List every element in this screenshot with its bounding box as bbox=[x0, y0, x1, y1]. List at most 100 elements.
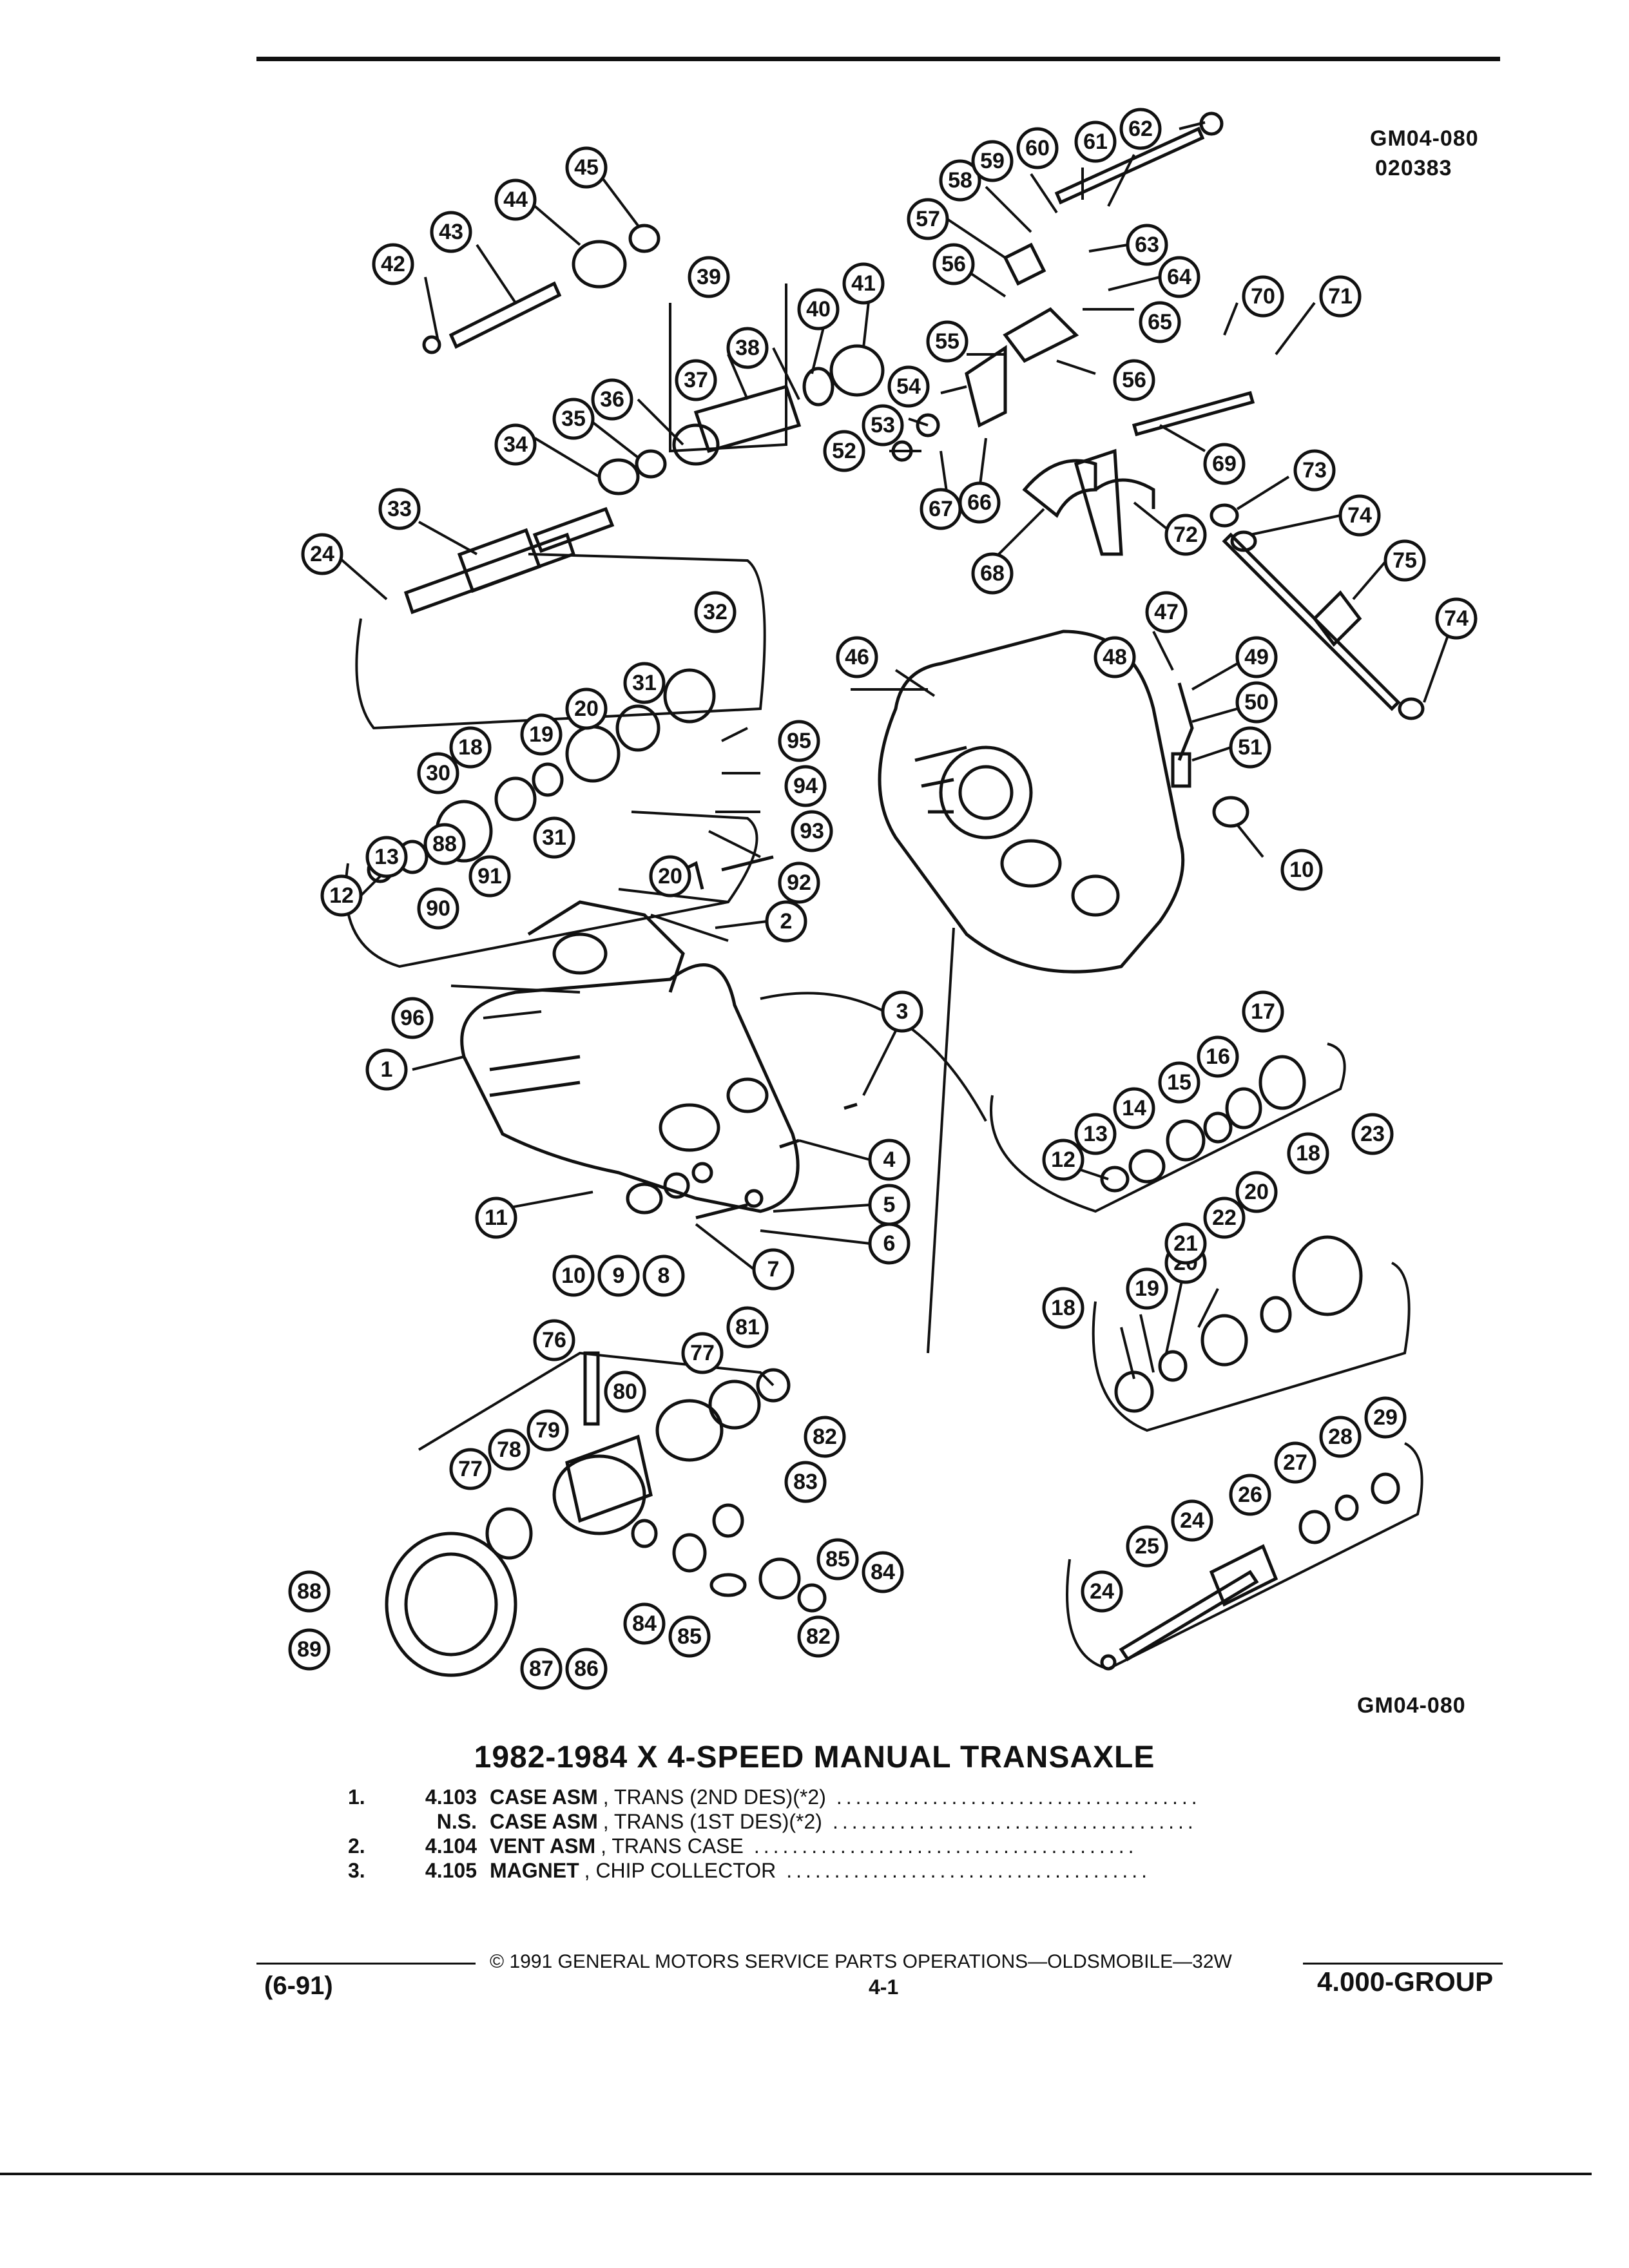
callout-label: 83 bbox=[793, 1470, 818, 1494]
callout-circle bbox=[694, 591, 737, 633]
callout-43: 43 bbox=[430, 211, 472, 253]
callout-label: 81 bbox=[735, 1315, 760, 1340]
callout-circle bbox=[365, 1048, 408, 1091]
callout-18: 18 bbox=[1287, 1132, 1329, 1175]
callout-layer: 1234567891010111212131314151617181818191… bbox=[288, 108, 1478, 1690]
callout-56: 56 bbox=[1113, 359, 1155, 401]
legend-index: 3. bbox=[348, 1859, 365, 1882]
callout-label: 2 bbox=[780, 909, 793, 934]
callout-label: 39 bbox=[697, 265, 721, 289]
callout-circle bbox=[784, 1461, 827, 1503]
legend-row: 3. 4.105 MAGNET , CHIP COLLECTOR .......… bbox=[348, 1858, 1201, 1883]
callout-62: 62 bbox=[1119, 108, 1162, 150]
callout-label: 65 bbox=[1148, 310, 1172, 334]
callout-label: 88 bbox=[297, 1579, 322, 1604]
callout-circle bbox=[1094, 636, 1136, 678]
legend-name: CASE ASM bbox=[490, 1785, 598, 1809]
callout-60: 60 bbox=[1016, 127, 1059, 169]
callout-circle bbox=[449, 726, 492, 769]
callout-label: 20 bbox=[574, 697, 599, 721]
callout-36: 36 bbox=[591, 378, 633, 421]
callout-label: 22 bbox=[1212, 1206, 1237, 1230]
callout-30: 30 bbox=[417, 752, 459, 794]
callout-circle bbox=[591, 378, 633, 421]
callout-label: 42 bbox=[381, 252, 405, 276]
callout-circle bbox=[726, 327, 769, 369]
callout-circle bbox=[488, 1428, 530, 1471]
callout-circle bbox=[1042, 1139, 1084, 1181]
callout-label: 33 bbox=[387, 497, 412, 521]
legend-description: , TRANS CASE bbox=[601, 1834, 744, 1858]
callout-label: 29 bbox=[1373, 1405, 1398, 1430]
callout-8: 8 bbox=[642, 1254, 685, 1297]
callout-circle bbox=[752, 1248, 795, 1291]
callout-circle bbox=[842, 262, 885, 305]
callout-44: 44 bbox=[494, 178, 537, 221]
callout-84: 84 bbox=[862, 1551, 904, 1593]
callout-circle bbox=[533, 1319, 575, 1361]
callout-label: 30 bbox=[426, 761, 450, 785]
callout-74: 74 bbox=[1435, 597, 1478, 640]
exploded-view-diagram: 1234567891010111212131314151617181818191… bbox=[288, 108, 1478, 1690]
callout-16: 16 bbox=[1197, 1035, 1239, 1078]
callout-label: 37 bbox=[684, 368, 708, 392]
callout-label: 19 bbox=[1135, 1276, 1159, 1301]
callout-circle bbox=[494, 423, 537, 466]
callout-circle bbox=[1171, 1499, 1213, 1542]
callout-circle bbox=[1383, 539, 1426, 582]
bottom-rule bbox=[0, 2173, 1592, 2175]
callout-circle bbox=[520, 1648, 563, 1690]
callout-13: 13 bbox=[1074, 1113, 1117, 1155]
callout-74: 74 bbox=[1338, 494, 1381, 537]
callout-10: 10 bbox=[1280, 849, 1323, 891]
callout-circle bbox=[526, 1409, 569, 1452]
callout-circle bbox=[1229, 726, 1271, 769]
callout-circle bbox=[816, 1538, 859, 1581]
callout-69: 69 bbox=[1203, 443, 1246, 485]
callout-label: 43 bbox=[439, 220, 463, 244]
callout-circle bbox=[1113, 1087, 1155, 1129]
callout-circle bbox=[1164, 1222, 1207, 1265]
callout-circle bbox=[423, 823, 466, 865]
callout-circle bbox=[1158, 256, 1200, 298]
callout-label: 31 bbox=[542, 825, 566, 850]
callout-circle bbox=[1338, 494, 1381, 537]
callout-label: 80 bbox=[613, 1379, 637, 1404]
callout-circle bbox=[1203, 443, 1246, 485]
callout-31: 31 bbox=[533, 816, 575, 859]
callout-label: 85 bbox=[825, 1547, 850, 1571]
callout-61: 61 bbox=[1074, 120, 1117, 163]
callout-26: 26 bbox=[1229, 1474, 1271, 1516]
callout-circle bbox=[372, 243, 414, 285]
callout-label: 84 bbox=[632, 1611, 657, 1636]
callout-circle bbox=[365, 836, 408, 878]
input-shaft bbox=[403, 506, 615, 615]
callout-label: 75 bbox=[1393, 548, 1417, 573]
callout-label: 71 bbox=[1328, 284, 1353, 309]
callout-82: 82 bbox=[797, 1615, 840, 1658]
callout-88: 88 bbox=[288, 1570, 331, 1613]
callout-31: 31 bbox=[623, 662, 666, 704]
callout-label: 66 bbox=[967, 490, 992, 515]
callout-circle bbox=[449, 1448, 492, 1490]
callout-circle bbox=[565, 1648, 608, 1690]
callout-label: 64 bbox=[1167, 265, 1191, 289]
callout-83: 83 bbox=[784, 1461, 827, 1503]
callout-90: 90 bbox=[417, 887, 459, 930]
callout-circle bbox=[1126, 224, 1168, 266]
callout-82: 82 bbox=[804, 1416, 846, 1458]
callout-15: 15 bbox=[1158, 1061, 1200, 1104]
callout-label: 11 bbox=[485, 1206, 508, 1230]
legend-part-number: N.S. bbox=[436, 1810, 477, 1833]
callout-circle bbox=[971, 140, 1014, 182]
footer-page-number: 4-1 bbox=[869, 1975, 899, 1999]
callout-label: 12 bbox=[1051, 1148, 1075, 1172]
callout-circle bbox=[726, 1306, 769, 1349]
callout-circle bbox=[1235, 636, 1278, 678]
callout-label: 19 bbox=[529, 722, 554, 747]
callout-72: 72 bbox=[1164, 514, 1207, 556]
callout-circle bbox=[288, 1628, 331, 1671]
callout-label: 1 bbox=[381, 1057, 393, 1082]
callout-96: 96 bbox=[391, 997, 434, 1039]
callout-28: 28 bbox=[1319, 1416, 1362, 1458]
